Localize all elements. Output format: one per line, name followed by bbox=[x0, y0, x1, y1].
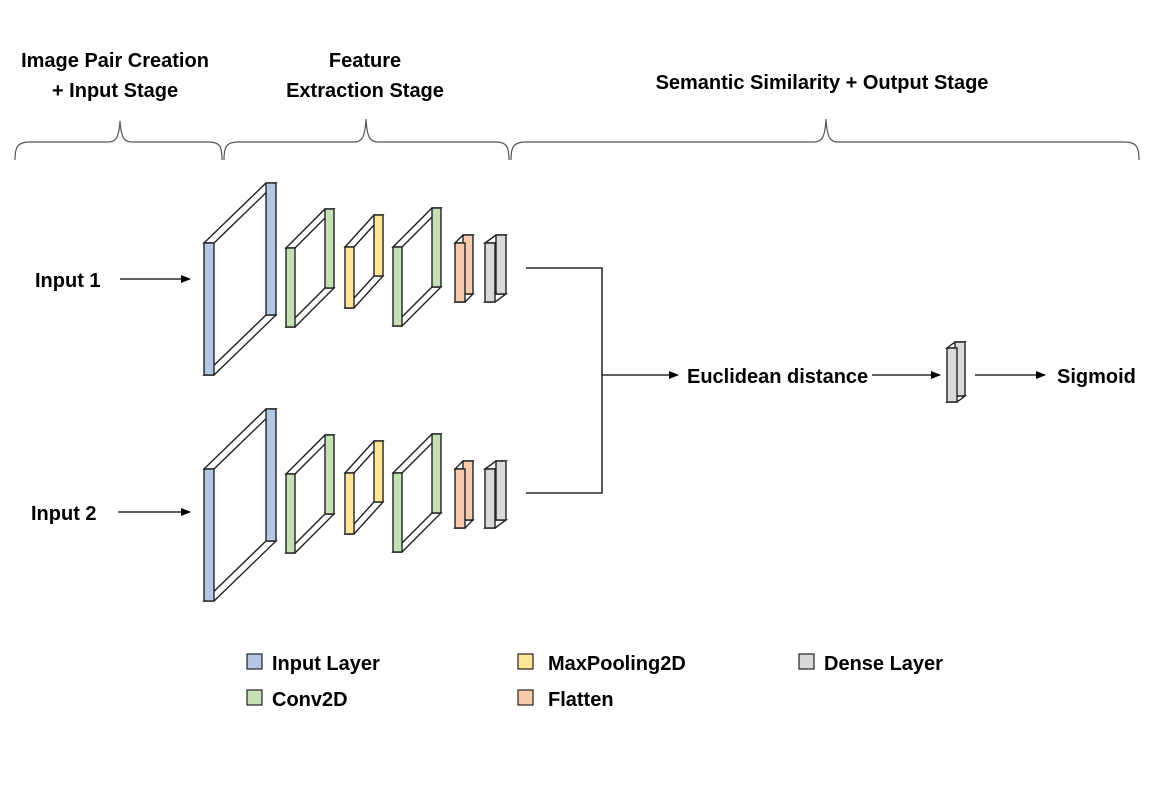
branch2-maxpooling2d bbox=[343, 440, 385, 535]
branch1-flatten bbox=[453, 234, 475, 303]
branch2-input-layer bbox=[202, 408, 278, 602]
legend-swatch-conv2d bbox=[246, 689, 263, 706]
stage1-title-line2: + Input Stage bbox=[52, 80, 178, 102]
legend-label-maxpooling: MaxPooling2D bbox=[548, 653, 686, 675]
legend-label-dense: Dense Layer bbox=[824, 653, 943, 675]
output-dense-layer bbox=[944, 341, 968, 403]
stage1-brace bbox=[14, 120, 223, 161]
legend-swatch-maxpooling bbox=[517, 653, 534, 670]
branch2-dense bbox=[482, 460, 509, 529]
sigmoid-label: Sigmoid bbox=[1057, 366, 1136, 388]
branch2-conv2d-1 bbox=[284, 434, 336, 554]
stage2-title-line1: Feature bbox=[329, 50, 401, 72]
branch2-conv2d-2 bbox=[391, 433, 443, 553]
stage1-title-line1: Image Pair Creation bbox=[21, 50, 209, 72]
legend-label-conv2d: Conv2D bbox=[272, 689, 348, 711]
branch2-flatten bbox=[453, 460, 475, 529]
merge-connector bbox=[526, 267, 603, 494]
input2-label: Input 2 bbox=[31, 503, 97, 525]
legend-label-input-layer: Input Layer bbox=[272, 653, 380, 675]
stage2-brace bbox=[223, 118, 510, 161]
legend-label-flatten: Flatten bbox=[548, 689, 614, 711]
stage3-brace bbox=[510, 118, 1140, 161]
euclidean-distance-label: Euclidean distance bbox=[687, 366, 868, 388]
branch1-dense bbox=[482, 234, 509, 303]
stage2-title-line2: Extraction Stage bbox=[286, 80, 444, 102]
branch1-maxpooling2d bbox=[343, 214, 385, 309]
legend: Input Layer Conv2D MaxPooling2D Flatten … bbox=[246, 653, 943, 711]
legend-swatch-dense bbox=[798, 653, 815, 670]
branch1-conv2d-1 bbox=[284, 208, 336, 328]
input1-label: Input 1 bbox=[35, 270, 101, 292]
stage3-title: Semantic Similarity + Output Stage bbox=[656, 72, 989, 94]
legend-swatch-flatten bbox=[517, 689, 534, 706]
legend-swatch-input-layer bbox=[246, 653, 263, 670]
branch1-conv2d-2 bbox=[391, 207, 443, 327]
branch1-input-layer bbox=[202, 182, 278, 376]
